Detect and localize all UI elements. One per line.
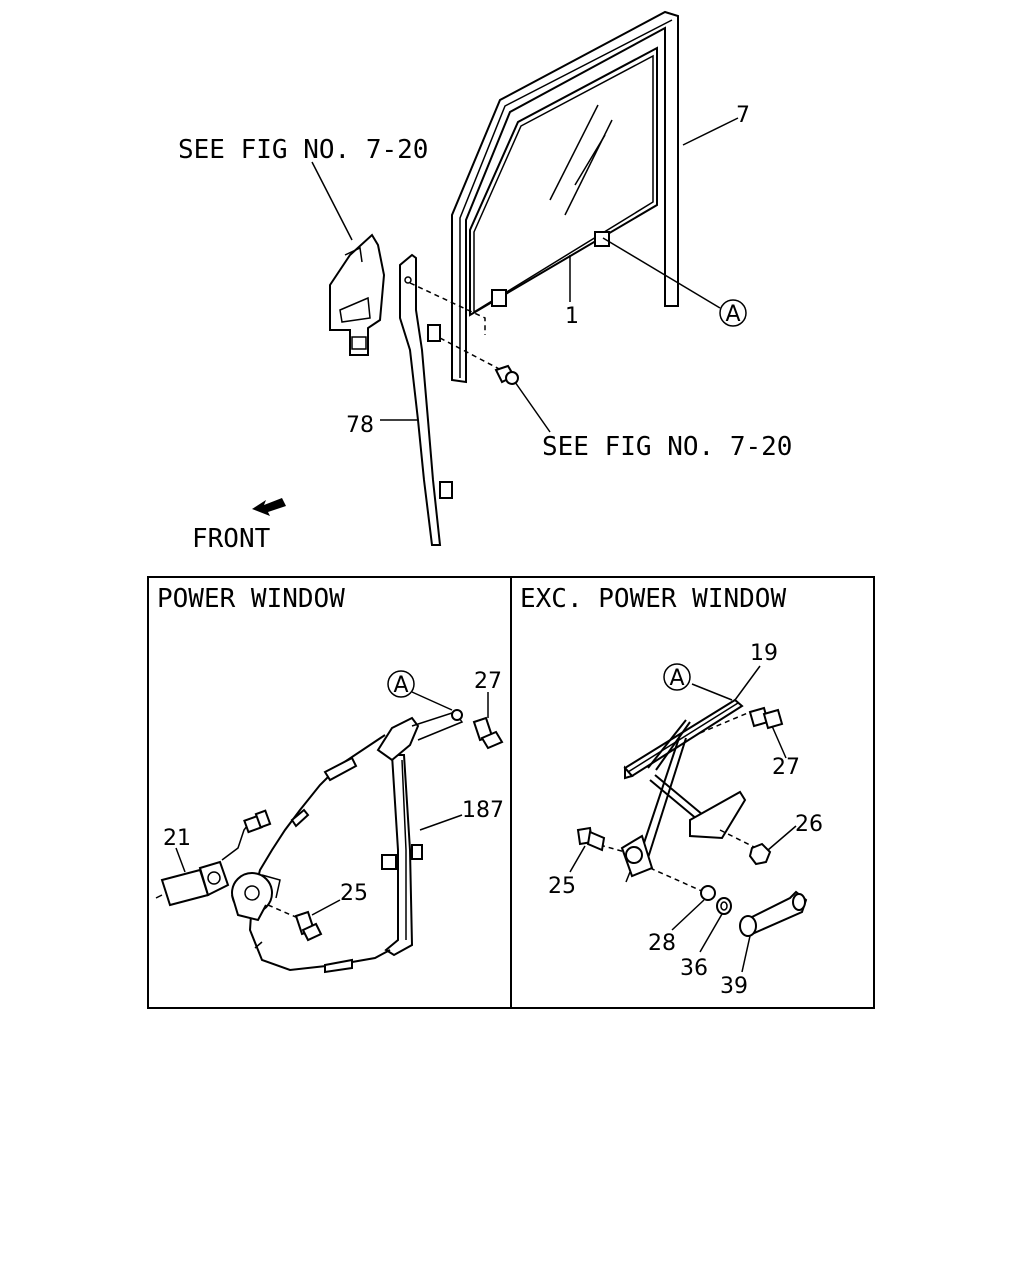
bolt-27-manual [748, 706, 784, 730]
part-number-25-manual: 25 [548, 874, 576, 899]
callout-a-circle-manual [663, 663, 691, 691]
callout-a-label: A [725, 302, 740, 327]
glass-bracket [594, 231, 610, 247]
bolt-25-manual [576, 826, 606, 852]
callout-a-circle [719, 299, 747, 327]
bolt-25-power [294, 910, 323, 942]
power-window-heading: POWER WINDOW [157, 584, 345, 614]
callout-a-label-power: A [393, 673, 408, 698]
door-glass-assembly: A [311, 10, 747, 546]
window-motor [155, 809, 272, 907]
part-number-21: 21 [163, 826, 191, 851]
power-window-panel: POWER WINDOW [155, 584, 504, 974]
bolt-27-power [472, 716, 504, 750]
manual-window-heading: EXC. POWER WINDOW [520, 584, 786, 614]
glass-bracket [491, 289, 507, 307]
door-glass [469, 46, 658, 317]
manual-window-panel: EXC. POWER WINDOW [520, 584, 823, 999]
part-number-27-manual: 27 [772, 755, 800, 780]
part-number-26: 26 [795, 812, 823, 837]
window-handle-39 [739, 890, 808, 937]
part-number-78: 78 [346, 413, 374, 438]
callout-a-circle-power [387, 670, 415, 698]
screw [494, 364, 519, 385]
part-number-1: 1 [565, 304, 579, 329]
glass-run-frame [451, 10, 679, 384]
see-fig-reference-top: SEE FIG NO. 7-20 [178, 135, 428, 165]
front-label: FRONT [192, 524, 271, 554]
washer-28 [700, 885, 716, 901]
nut-26 [748, 842, 772, 866]
manual-window-regulator [620, 698, 747, 883]
part-number-36: 36 [680, 956, 708, 981]
part-number-27-power: 27 [474, 669, 502, 694]
part-number-28: 28 [648, 931, 676, 956]
part-number-187: 187 [462, 798, 504, 823]
front-guide-rail [399, 253, 453, 546]
part-number-39: 39 [720, 974, 748, 999]
see-fig-reference-mid: SEE FIG NO. 7-20 [542, 432, 792, 462]
callout-a-label-manual: A [669, 666, 684, 691]
upper-mounting-bracket [329, 233, 386, 356]
power-window-regulator [231, 709, 464, 974]
part-number-7: 7 [736, 103, 750, 128]
part-number-25-power: 25 [340, 881, 368, 906]
part-number-19: 19 [750, 641, 778, 666]
front-direction-arrow [252, 498, 286, 516]
spacer-36 [716, 897, 732, 915]
